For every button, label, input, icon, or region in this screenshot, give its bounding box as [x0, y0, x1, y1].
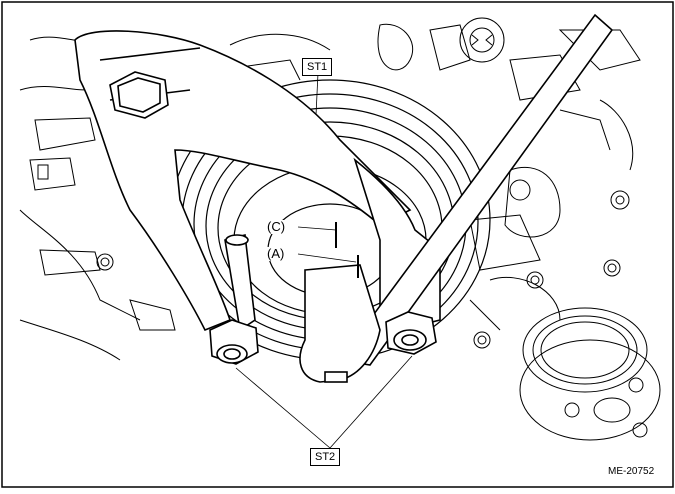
- label-st2: ST2: [310, 448, 341, 466]
- label-st1: ST1: [302, 58, 333, 76]
- label-c: (C): [266, 219, 287, 234]
- figure-code: ME-20752: [608, 466, 655, 477]
- callout-lines: [235, 72, 413, 449]
- st2-nuts: [209, 311, 437, 365]
- label-a: (A): [266, 246, 286, 261]
- st2-bar: [224, 13, 614, 383]
- timing-marks: [335, 222, 359, 278]
